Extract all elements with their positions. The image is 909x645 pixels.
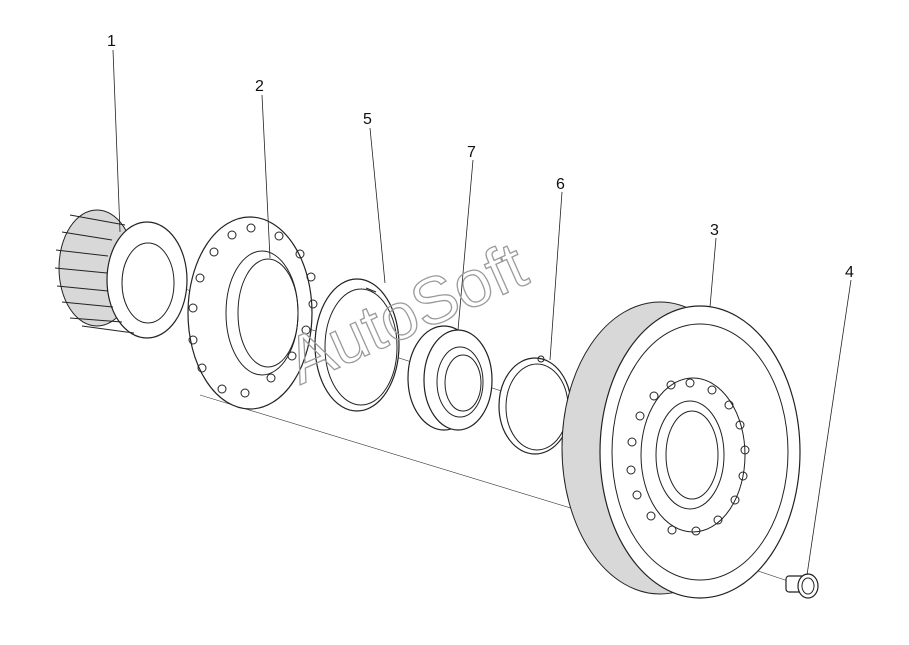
watermark-logo: AutoSoft	[276, 227, 537, 398]
part-4-bolt	[785, 573, 819, 599]
callout-2: 2	[255, 78, 264, 95]
part-3-large-gear	[561, 301, 801, 599]
callout-5: 5	[363, 111, 372, 128]
callout-6: 6	[556, 176, 565, 193]
callout-3: 3	[710, 222, 719, 239]
part-7-bearing	[407, 325, 493, 431]
callout-4: 4	[845, 264, 854, 281]
callout-1: 1	[107, 33, 116, 50]
part-5-snap-ring	[314, 278, 400, 412]
part-2-flange	[187, 216, 318, 410]
callout-labels: 1 2 5 7 6 3 4	[107, 33, 854, 281]
part-6-retaining-ring	[498, 355, 572, 455]
leader-lines	[112, 49, 852, 576]
callout-7: 7	[467, 144, 476, 161]
part-1-spur-gear	[54, 209, 188, 339]
